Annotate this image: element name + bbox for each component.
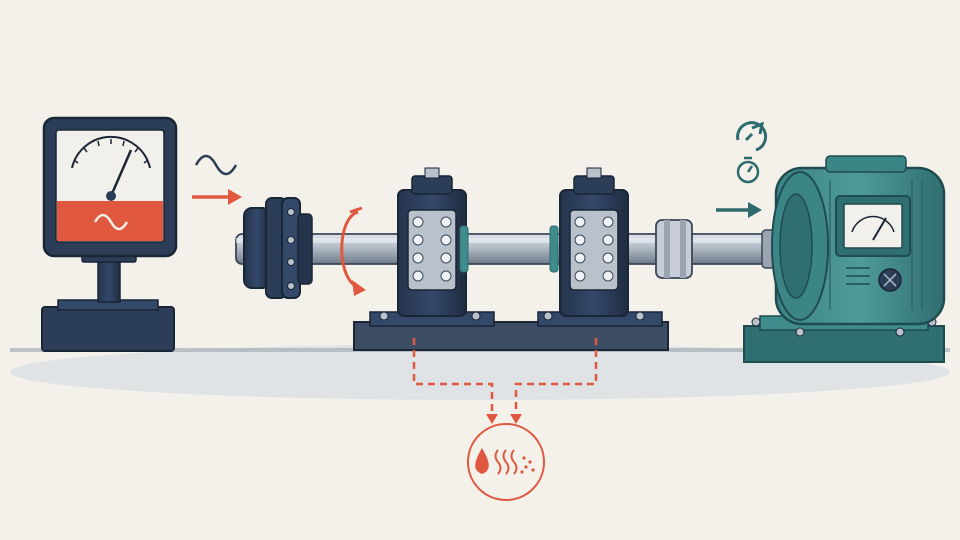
right-arrow-icon xyxy=(716,202,762,218)
meter-needle xyxy=(109,149,133,197)
bearing-outputs-badge xyxy=(467,423,545,501)
stopwatch-icon xyxy=(736,156,760,184)
sine-wave-icon xyxy=(93,213,129,231)
signal-meter xyxy=(41,116,178,352)
electric-motor xyxy=(743,155,946,363)
shaft-collar xyxy=(655,219,693,279)
right-arrow-icon xyxy=(192,189,242,205)
shaft-coupling xyxy=(243,197,313,299)
bearing-housing-left xyxy=(379,167,481,321)
particles-icon xyxy=(520,456,535,474)
motor-meter-needle xyxy=(872,217,887,241)
output-flow-lines xyxy=(412,338,598,416)
heat-icon xyxy=(494,449,518,475)
drive-shaft xyxy=(235,233,777,265)
sine-wave-icon xyxy=(194,154,238,176)
speedometer-icon xyxy=(736,121,768,152)
bearing-base-plate xyxy=(353,311,669,351)
rotation-arrow-icon xyxy=(340,206,366,296)
bearing-housing-right xyxy=(543,167,645,321)
oil-drop-icon xyxy=(475,448,489,474)
